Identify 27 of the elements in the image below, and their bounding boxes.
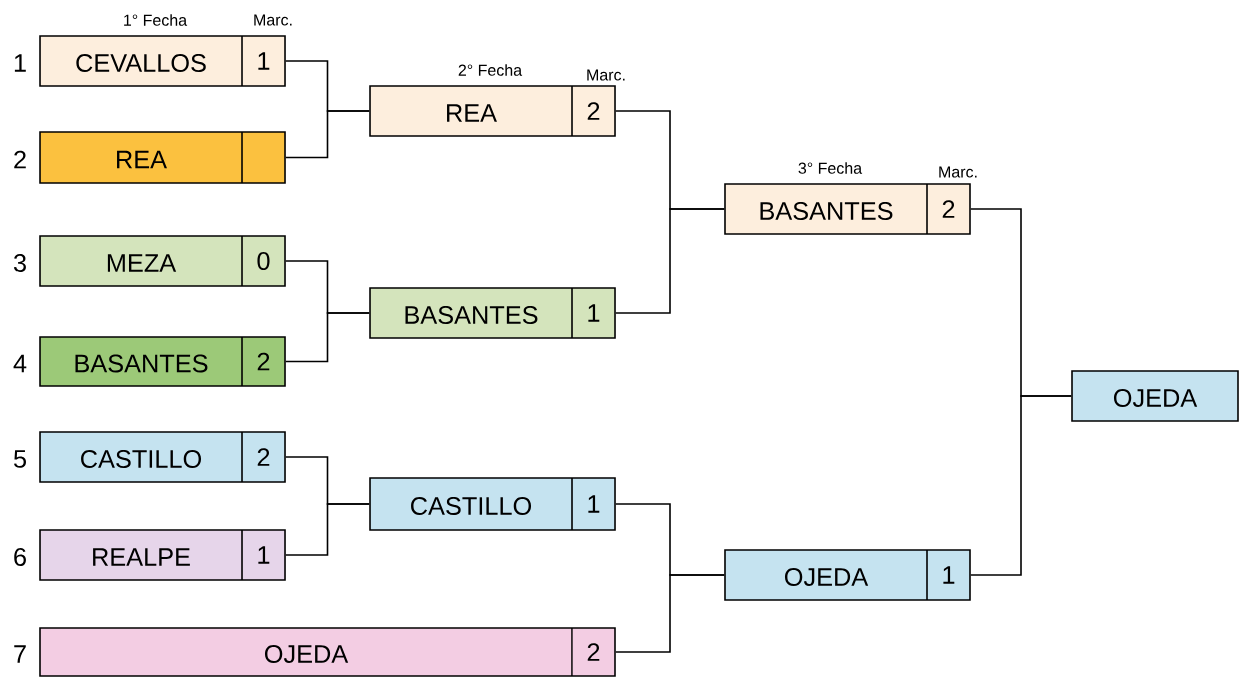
team-box: BASANTES 2: [724, 183, 971, 235]
team-box: REALPE 1: [39, 529, 286, 581]
bracket-line: [285, 312, 371, 363]
bracket-line: [285, 503, 371, 556]
bracket-line: [285, 110, 371, 159]
team-box: MEZA 0: [39, 235, 286, 287]
team-box: BASANTES 1: [369, 287, 616, 339]
team-box: CASTILLO 1: [369, 477, 616, 531]
team-box: BASANTES 2: [39, 336, 286, 387]
team-box: CASTILLO 2: [39, 431, 286, 483]
row-number: 7: [14, 645, 26, 663]
bracket-line: [615, 574, 725, 653]
bracket-line: [615, 208, 725, 314]
row-number: 4: [13, 354, 27, 373]
team-box: REA 2: [369, 85, 616, 137]
row-number: 5: [13, 450, 26, 468]
row-number: 2: [14, 150, 26, 169]
column-header: Marc.: [587, 69, 625, 81]
row-number: 1: [14, 54, 26, 72]
team-box: OJEDA: [1071, 370, 1239, 422]
team-box: REA: [39, 131, 286, 184]
row-number: 6: [14, 548, 26, 566]
team-box: OJEDA 2: [39, 627, 616, 677]
row-number: 3: [13, 254, 26, 272]
team-box: OJEDA 1: [724, 549, 971, 601]
team-box: CEVALLOS 1: [39, 35, 286, 87]
bracket-line: [970, 395, 1072, 576]
